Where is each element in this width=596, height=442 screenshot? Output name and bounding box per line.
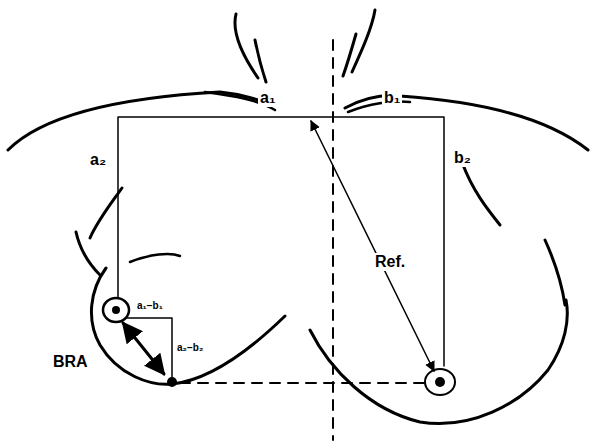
measurement-label: a₁−b₁: [135, 300, 165, 312]
measurement-label: Ref.: [373, 253, 407, 271]
measurement-label: a₂: [88, 151, 108, 169]
measurement-label: a₁: [258, 89, 278, 107]
measurement-label: BRA: [51, 353, 90, 371]
measurement-label: b₂: [452, 149, 473, 167]
measurement-label: a₂−b₂: [175, 342, 205, 354]
measurement-label: b₁: [382, 89, 402, 107]
